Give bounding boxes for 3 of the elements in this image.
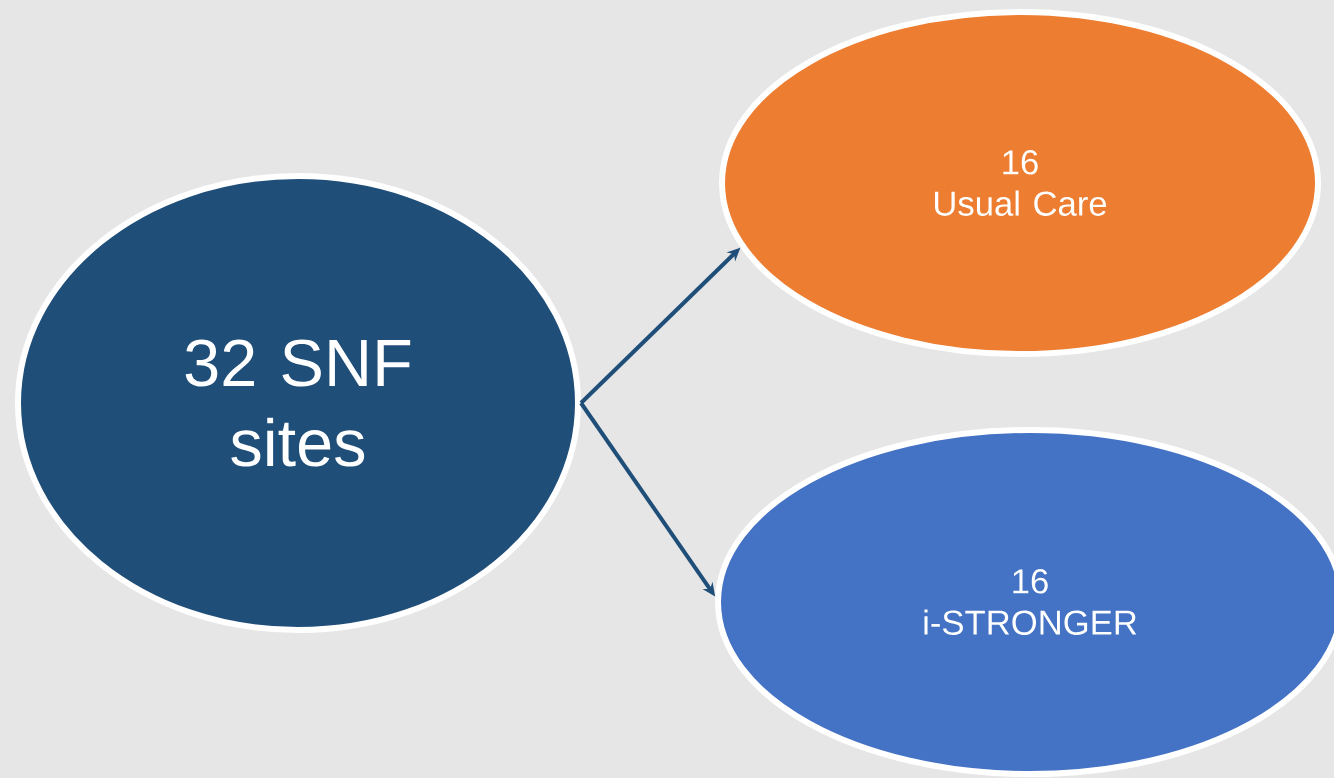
ellipse-node: 32 SNF sites [15, 173, 581, 633]
ellipse-node: 16 Usual Care [719, 9, 1321, 357]
ellipse-node: 16 i-STRONGER [715, 427, 1334, 777]
